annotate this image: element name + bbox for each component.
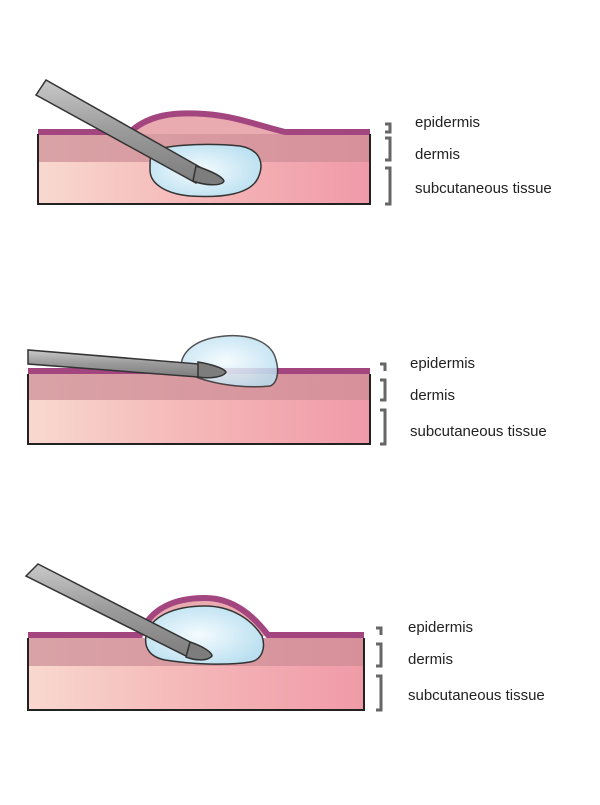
- layer-brackets: [385, 122, 392, 206]
- epidermis-bracket: [376, 626, 383, 635]
- label-epidermis: epidermis: [408, 619, 474, 636]
- dermis-bracket: [376, 642, 383, 668]
- label-subcutaneous-tissue: subcutaneous tissue: [415, 180, 552, 197]
- subcutaneous-bracket: [380, 408, 387, 446]
- label-epidermis: epidermis: [415, 114, 481, 131]
- label-subcutaneous-tissue: subcutaneous tissue: [408, 687, 545, 704]
- panel-intradermal-bleb: [24, 563, 383, 712]
- dermis-bracket: [385, 136, 392, 162]
- needle: [27, 349, 227, 379]
- subcutaneous-bracket: [385, 166, 392, 206]
- layer-brackets: [380, 362, 387, 446]
- layer-brackets: [376, 626, 383, 712]
- skin-block: [27, 368, 371, 445]
- label-dermis: dermis: [410, 387, 456, 404]
- needle: [34, 79, 225, 186]
- epidermis-bracket: [385, 122, 392, 134]
- skin-outline: [37, 134, 371, 205]
- skin-outline: [27, 374, 371, 445]
- panel-subcutaneous-injection: [34, 79, 392, 206]
- label-subcutaneous-tissue: subcutaneous tissue: [410, 423, 547, 440]
- epidermis-layer: [38, 110, 370, 135]
- label-dermis: dermis: [415, 146, 461, 163]
- skin-outline: [27, 638, 365, 711]
- needle: [24, 563, 213, 661]
- raised-skin: [130, 115, 285, 134]
- panel-intradermal-injection: [27, 334, 387, 446]
- dermis-bracket: [380, 378, 387, 402]
- label-dermis: dermis: [408, 651, 454, 668]
- label-epidermis: epidermis: [410, 355, 476, 372]
- subcutaneous-layer: [28, 666, 364, 710]
- epidermis-bracket: [380, 362, 387, 371]
- subcutaneous-layer: [28, 400, 370, 444]
- subcutaneous-bracket: [376, 674, 383, 712]
